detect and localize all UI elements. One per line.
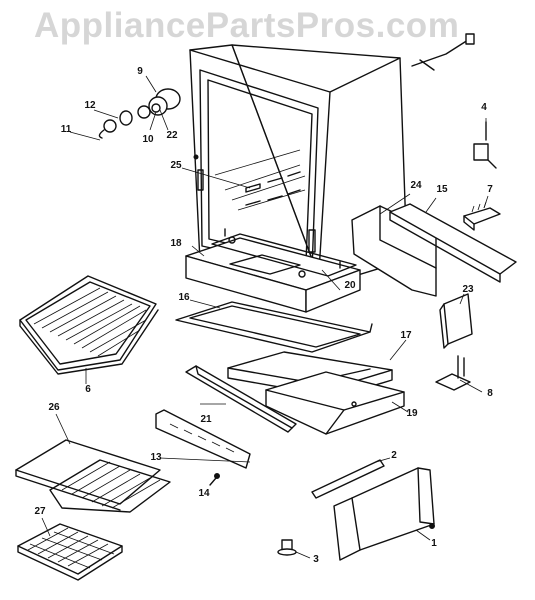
callout-6: 6 [85, 384, 91, 395]
insulation-block[interactable] [185, 237, 361, 313]
callout-16: 16 [178, 292, 190, 303]
box-bracket[interactable] [439, 293, 473, 349]
side-rail[interactable] [185, 365, 297, 433]
callout-1: 1 [431, 538, 437, 549]
wire-connector[interactable] [473, 121, 497, 169]
callout-3: 3 [313, 554, 319, 565]
callout-20: 20 [344, 280, 356, 291]
callout-19: 19 [406, 408, 418, 419]
callout-11: 11 [60, 124, 72, 135]
oven-rack[interactable] [19, 275, 159, 375]
callout-15: 15 [436, 184, 448, 195]
small-bracket[interactable] [435, 355, 471, 391]
callout-23: 23 [462, 284, 474, 295]
callout-26: 26 [48, 402, 60, 413]
broiler-pan[interactable] [15, 439, 171, 513]
burner-assembly[interactable] [98, 88, 181, 139]
lower-panel[interactable] [265, 371, 405, 435]
callout-7: 7 [487, 184, 493, 195]
callout-24: 24 [410, 180, 422, 191]
callout-14: 14 [198, 488, 210, 499]
leader-lines [41, 75, 489, 559]
side-shield[interactable] [351, 205, 437, 297]
bottom-frame-bracket[interactable] [211, 228, 357, 278]
lower-frame[interactable] [333, 467, 435, 561]
bottom-panel[interactable] [175, 301, 373, 353]
callout-9: 9 [137, 66, 143, 77]
callout-18: 18 [170, 238, 182, 249]
callout-21: 21 [200, 414, 212, 425]
vent-panel[interactable] [155, 409, 251, 469]
broiler-grid[interactable] [17, 523, 123, 581]
support-rod[interactable] [311, 459, 385, 499]
callout-17: 17 [400, 330, 412, 341]
callout-27: 27 [34, 506, 46, 517]
callout-13: 13 [150, 452, 162, 463]
callout-22: 22 [166, 130, 178, 141]
callout-4: 4 [481, 102, 487, 113]
callout-12: 12 [84, 100, 96, 111]
watermark-text: AppliancePartsPros.com [34, 6, 460, 45]
callout-10: 10 [142, 134, 154, 145]
screw-14[interactable] [209, 473, 220, 486]
power-cord[interactable] [411, 33, 475, 71]
leveling-leg[interactable] [277, 539, 297, 556]
long-bracket[interactable] [389, 203, 517, 283]
callout-2: 2 [391, 450, 397, 461]
callout-8: 8 [487, 388, 493, 399]
terminal-block[interactable] [463, 201, 501, 231]
callout-25: 25 [170, 160, 182, 171]
